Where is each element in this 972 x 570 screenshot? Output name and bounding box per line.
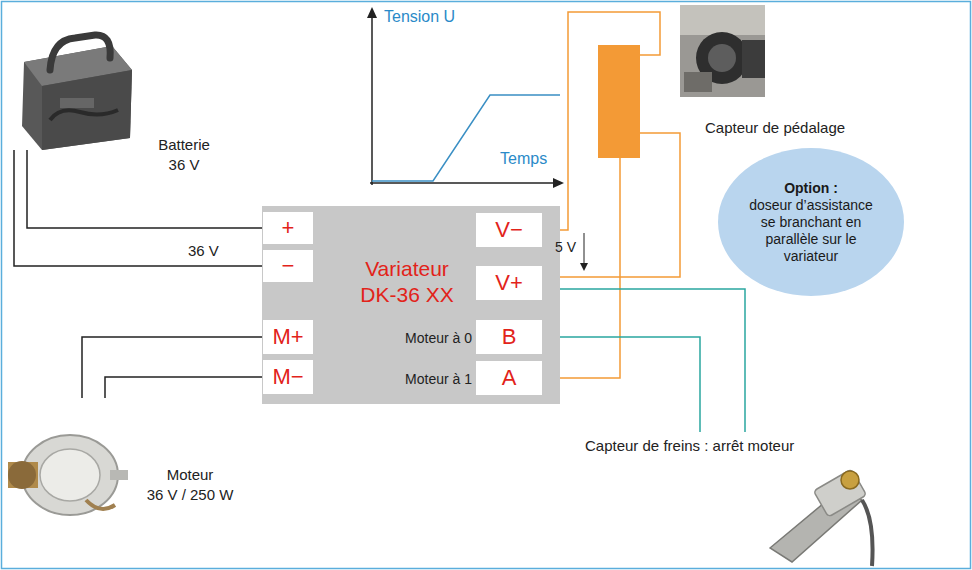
terminal-box: +: [263, 212, 313, 244]
terminal-box: −: [263, 250, 313, 282]
text-holder: B: [476, 320, 542, 354]
axis-label: Temps: [500, 150, 547, 168]
voltage-graph: [367, 7, 564, 188]
pedal-sensor-box: Capteur de pédalage: [598, 45, 640, 158]
node-label: Variateur: [344, 256, 470, 281]
text-holder: V+: [476, 266, 542, 300]
state-note: Moteur à 1: [392, 370, 472, 388]
wire-connector: [542, 12, 660, 230]
text-holder: V−: [476, 213, 542, 247]
wire-connector: [105, 377, 263, 398]
text-holder: −: [263, 250, 313, 282]
motor-node: Moteur36 V / 250 W: [5, 398, 130, 523]
voltage-arrow: [580, 233, 588, 271]
brake-sensor-picture: [770, 469, 873, 566]
node-label: M+: [272, 326, 303, 348]
wire-connector: [14, 150, 263, 266]
node-label: Capteur de pédalage: [705, 119, 845, 137]
state-note: Moteur à 0: [392, 329, 472, 347]
text-holder: M−: [263, 360, 313, 394]
battery-picture: [22, 35, 132, 150]
terminal-box: A: [476, 361, 542, 395]
node-label: B: [502, 326, 517, 348]
terminal-box: B: [476, 320, 542, 354]
brake-sensor-node: Capteur de freins : arrêt moteur: [585, 432, 880, 568]
wire-connector: [82, 337, 263, 398]
battery-node: Batterie36 V: [8, 30, 135, 150]
terminal-box: M−: [263, 360, 313, 394]
node-label: A: [502, 367, 517, 389]
node-label: +: [282, 217, 295, 239]
node-sublabel: DK-36 XX: [344, 282, 470, 307]
text-holder: A: [476, 361, 542, 395]
wire-connector: [542, 289, 745, 432]
voltage-label: 5 V: [555, 238, 576, 256]
wire-connector: [542, 337, 700, 432]
terminal-box: V−: [476, 213, 542, 247]
pedal-sensor-picture: [680, 5, 765, 97]
node-label: Batterie: [148, 136, 220, 154]
node-label: V+: [495, 272, 523, 294]
node-label: Moteur: [138, 466, 242, 484]
node-label: −: [282, 255, 295, 277]
terminal-box: V+: [476, 266, 542, 300]
node-sublabel: doseur d’assistance se branchant en para…: [745, 197, 877, 265]
wire-connector: [27, 150, 263, 228]
text-holder: +: [263, 212, 313, 244]
text-holder: Option :doseur d’assistance se branchant…: [718, 148, 904, 296]
axis-label: Tension U: [384, 8, 455, 26]
voltage-label: 36 V: [188, 242, 219, 260]
option-ellipse: Option :doseur d’assistance se branchant…: [718, 148, 904, 296]
terminal-box: M+: [263, 320, 313, 354]
node-label: Option :: [784, 180, 838, 197]
node-label: M−: [272, 366, 303, 388]
node-label: V−: [495, 219, 523, 241]
node-label: Capteur de freins : arrêt moteur: [585, 437, 794, 455]
node-sublabel: 36 V: [148, 156, 220, 174]
text-holder: M+: [263, 320, 313, 354]
motor-picture: [8, 435, 128, 515]
node-sublabel: 36 V / 250 W: [138, 486, 242, 504]
